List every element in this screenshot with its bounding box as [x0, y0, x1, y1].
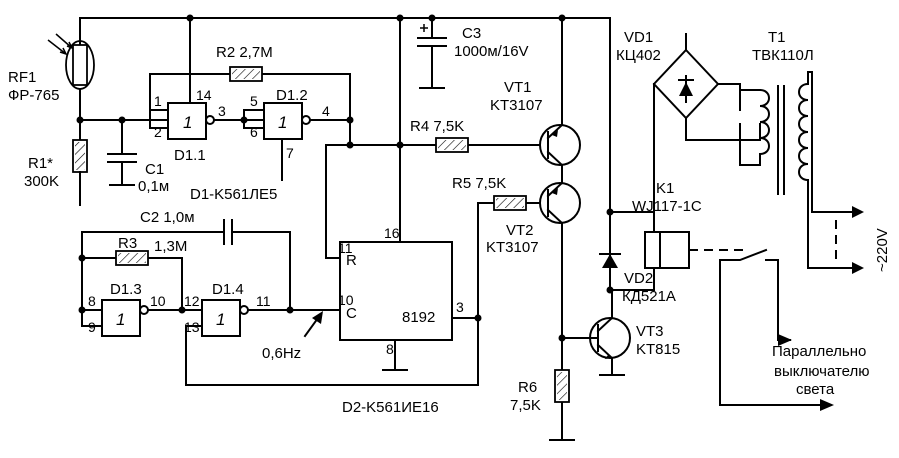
photoresistor-rf1: RF1 ФР-765 — [8, 17, 95, 141]
c1-ref: C1 — [145, 161, 164, 178]
d2-pin-r: R — [346, 252, 357, 269]
r2-label: R2 2,7M — [216, 44, 273, 61]
c3-ref: C3 — [462, 25, 481, 42]
d2-pin-r-num: 11 — [338, 240, 353, 256]
d1-1-pin-out: 3 — [218, 103, 226, 119]
transistor-vt3: VT3 KT815 — [561, 289, 680, 376]
gate-d1-4: 1 12 13 11 D1.4 — [184, 281, 479, 386]
d2-pin-c: C — [346, 305, 357, 322]
vt2-type: KT3107 — [486, 239, 539, 256]
capacitor-c3: C3 1000м/16V — [417, 24, 529, 89]
mains-label: ~220V — [874, 228, 891, 272]
d1-2-pin-gnd: 7 — [286, 145, 294, 161]
d1-2-pin-b: 6 — [250, 124, 258, 140]
d1-2-pin-out: 4 — [322, 103, 330, 119]
transistor-vt2: VT2 KT3107 — [486, 177, 581, 441]
note-line1: Параллельно — [772, 343, 866, 360]
vd1-type: КЦ402 — [616, 47, 661, 64]
frequency-label: 0,6Hz — [262, 345, 301, 362]
supply-rail — [79, 14, 611, 291]
r3-ref: R3 — [118, 235, 137, 252]
d2-pin-out-num: 3 — [456, 299, 464, 315]
gate-d1-2: 1 5 6 7 4 D1.2 D1-K561ЛЕ5 — [190, 87, 354, 243]
switch-note: Параллельно выключателю света — [772, 343, 870, 398]
r1-ref: R1* — [28, 155, 53, 172]
c2-label: C2 1,0м — [140, 209, 195, 226]
relay-k1: K1 WJ117-1C — [632, 180, 834, 411]
resistor-r1: R1* 300K — [24, 116, 88, 206]
r1-value: 300K — [24, 173, 59, 190]
frequency-marker: 0,6Hz — [262, 311, 323, 362]
d2-pin-gnd: 8 — [386, 341, 394, 357]
bridge-vd1: VD1 КЦ402 — [616, 29, 761, 213]
d2-divider: 8192 — [402, 309, 435, 326]
rf1-type: ФР-765 — [8, 87, 59, 104]
resistor-r4: R4 7,5K — [349, 118, 541, 153]
d1-1-ref: D1.1 — [174, 147, 206, 164]
r6-value: 7,5K — [510, 397, 541, 414]
k1-ref: K1 — [656, 180, 674, 197]
d1-1-pin-vdd: 14 — [196, 87, 212, 103]
d1-4-symbol: 1 — [216, 310, 225, 329]
r4-label: R4 7,5K — [410, 118, 464, 135]
d1-2-ref: D1.2 — [276, 87, 308, 104]
d1-3-symbol: 1 — [116, 310, 125, 329]
resistor-r6: R6 7,5K — [510, 334, 575, 441]
capacitor-c2: C2 1,0м — [81, 209, 291, 311]
d1-2-symbol: 1 — [278, 113, 287, 132]
rf1-ref: RF1 — [8, 69, 36, 86]
t1-ref: T1 — [768, 29, 786, 46]
capacitor-c1: C1 0,1м — [79, 116, 169, 195]
d1-4-ref: D1.4 — [212, 281, 244, 298]
transformer-t1: T1 ТВК110Л ~220V — [739, 29, 891, 274]
d1-4-pin-a: 12 — [184, 293, 200, 309]
d1-1-symbol: 1 — [183, 113, 192, 132]
vd2-ref: VD2 — [624, 270, 653, 287]
resistor-r5: R5 7,5K — [452, 175, 541, 319]
d1-3-pin-a: 8 — [88, 293, 96, 309]
d1-chip-label: D1-K561ЛЕ5 — [190, 186, 277, 203]
d1-3-pin-b: 9 — [88, 319, 96, 335]
r5-label: R5 7,5K — [452, 175, 506, 192]
d2-pin-vdd: 16 — [384, 225, 400, 241]
vt1-ref: VT1 — [504, 79, 532, 96]
transistor-vt1: VT1 KT3107 — [490, 79, 581, 179]
d1-1-pin-b: 2 — [154, 124, 162, 140]
d2-pin-c-num: 10 — [338, 292, 354, 308]
d1-2-pin-a: 5 — [250, 93, 258, 109]
vt3-type: KT815 — [636, 341, 680, 358]
c3-value: 1000м/16V — [454, 43, 529, 60]
diode-vd2: VD2 КД521А — [599, 208, 676, 305]
vt1-type: KT3107 — [490, 97, 543, 114]
d1-3-pin-out: 10 — [150, 293, 166, 309]
gate-d1-3: 1 8 9 10 D1.3 — [78, 281, 203, 337]
resistor-r2: R2 2,7M — [149, 44, 351, 121]
note-line2: выключателю — [774, 363, 870, 380]
r3-value: 1,3M — [154, 238, 187, 255]
d1-1-pin-a: 1 — [154, 93, 162, 109]
r6-ref: R6 — [518, 379, 537, 396]
d1-4-pin-out: 11 — [256, 293, 271, 309]
d2-label: D2-K561ИЕ16 — [342, 399, 439, 416]
t1-type: ТВК110Л — [752, 47, 814, 64]
c1-value: 0,1м — [138, 178, 169, 195]
vd1-ref: VD1 — [624, 29, 653, 46]
d1-4-pin-b: 13 — [184, 319, 200, 335]
vd2-type: КД521А — [622, 288, 676, 305]
note-line3: света — [796, 381, 835, 398]
resistor-r3: R3 1,3M — [78, 231, 187, 311]
gate-d1-1: 1 1 2 14 3 D1.1 — [149, 87, 265, 164]
vt2-ref: VT2 — [506, 222, 534, 239]
vt3-ref: VT3 — [636, 323, 664, 340]
k1-type: WJ117-1C — [632, 198, 702, 215]
counter-d2: 11 R 10 C 16 8 3 8192 D2-K561ИЕ16 — [325, 225, 482, 416]
d1-3-ref: D1.3 — [110, 281, 142, 298]
